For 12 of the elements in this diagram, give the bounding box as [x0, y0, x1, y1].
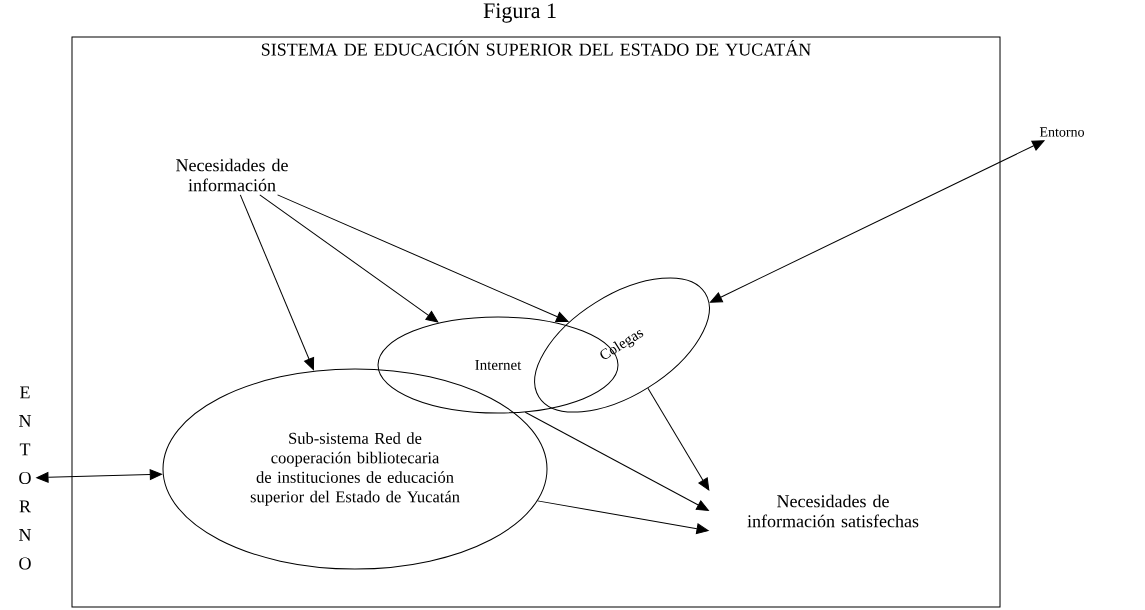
text-label: Necesidades de información — [176, 158, 288, 192]
arrow — [277, 194, 569, 322]
text-label: Necesidades de información satisfechas — [747, 494, 919, 528]
arrow — [259, 194, 439, 323]
arrow — [709, 140, 1045, 303]
vertical-text: E N T O R N O — [19, 386, 32, 570]
arrow — [239, 194, 315, 371]
arrow — [647, 387, 710, 491]
figure-title: Figura 1 — [483, 3, 556, 23]
text-label: Entorno — [1039, 127, 1085, 137]
arrow — [36, 469, 162, 483]
arrow — [537, 500, 709, 534]
